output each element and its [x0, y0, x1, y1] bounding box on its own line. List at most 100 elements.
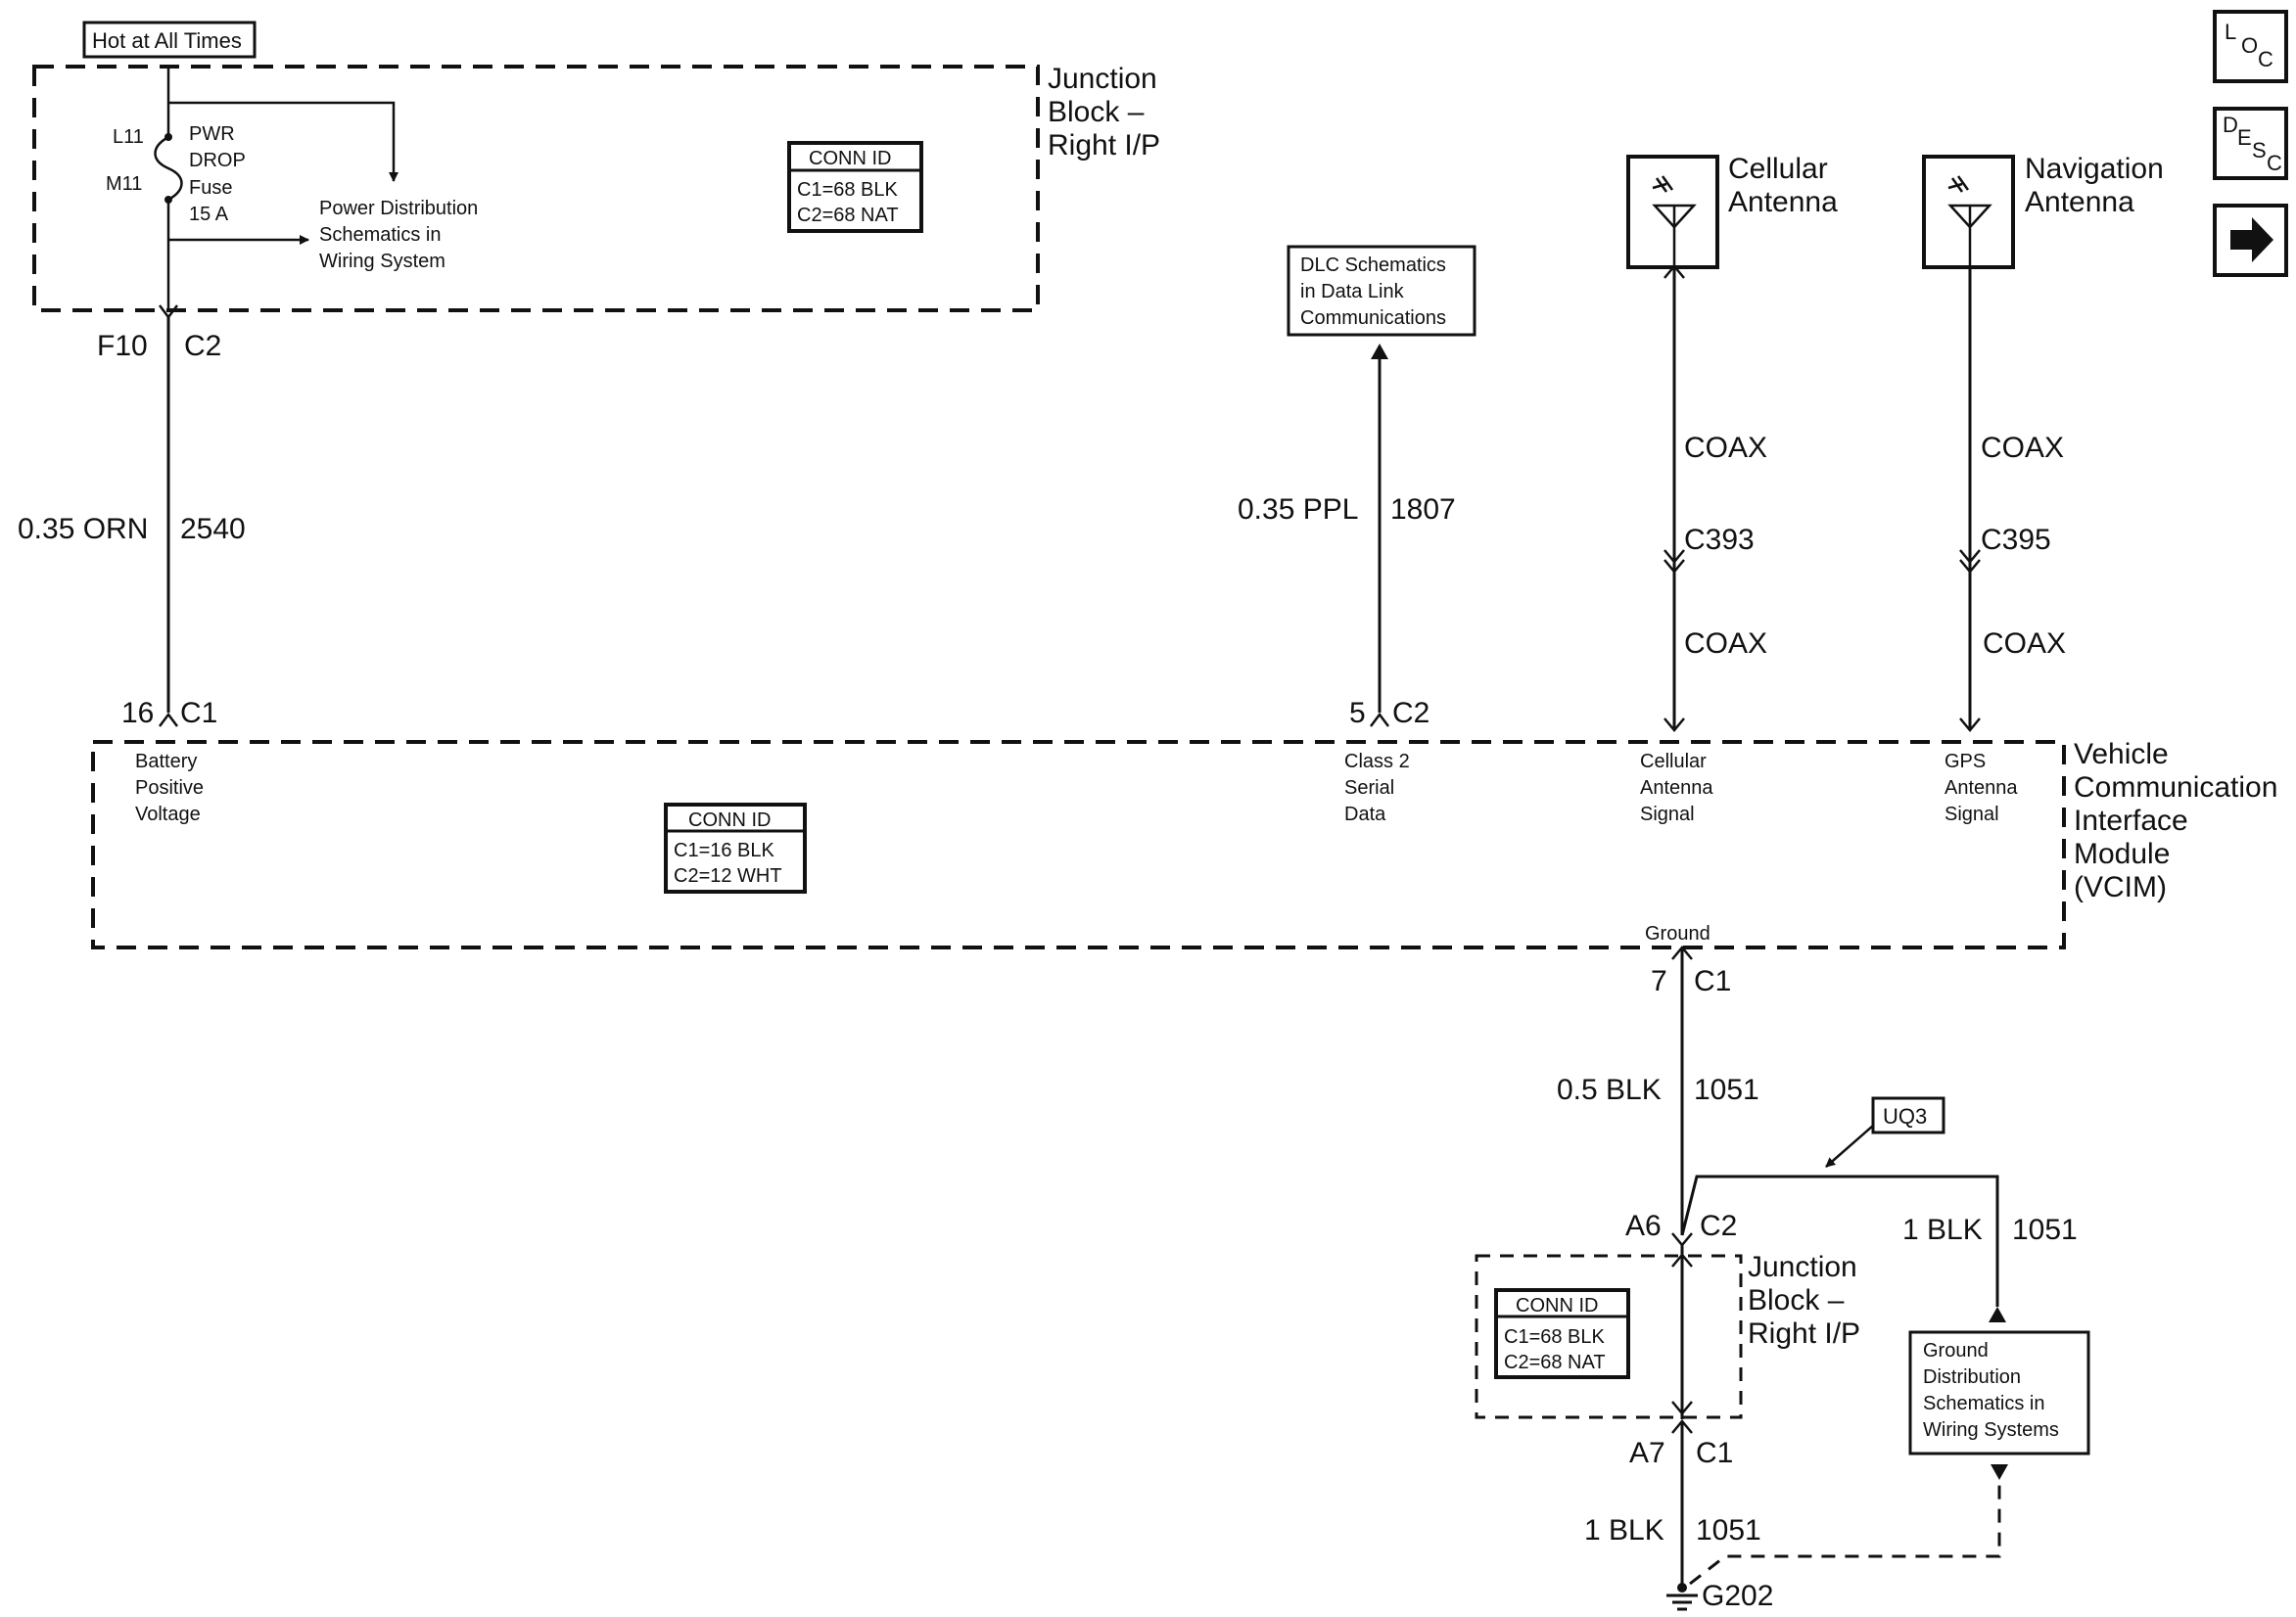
- svg-text:Antenna: Antenna: [2025, 186, 2134, 218]
- wire-2540-circuit: 2540: [180, 513, 246, 545]
- svg-text:Wiring System: Wiring System: [319, 251, 445, 272]
- svg-text:E: E: [2237, 125, 2252, 150]
- svg-text:C2=12 WHT: C2=12 WHT: [674, 865, 782, 887]
- svg-text:C1=68 BLK: C1=68 BLK: [1504, 1326, 1606, 1348]
- conn-id-box-vcim: CONN ID C1=16 BLK C2=12 WHT: [664, 803, 807, 894]
- svg-text:Right I/P: Right I/P: [1748, 1317, 1860, 1350]
- connector-16-symbol: [159, 712, 178, 727]
- vcim-gps-terminal: GPS Antenna Signal: [1945, 751, 2018, 825]
- connector-a7-symbol: [1671, 1419, 1693, 1434]
- svg-text:Antenna: Antenna: [1728, 186, 1838, 218]
- svg-text:Distribution: Distribution: [1923, 1366, 2021, 1388]
- svg-text:Junction: Junction: [1748, 1251, 1857, 1283]
- svg-text:Hot at All Times: Hot at All Times: [92, 28, 242, 53]
- wire-1051-gauge-color: 0.5 BLK: [1557, 1074, 1662, 1106]
- svg-text:Block –: Block –: [1748, 1284, 1845, 1317]
- svg-text:Cellular: Cellular: [1640, 751, 1707, 772]
- svg-text:Voltage: Voltage: [135, 804, 201, 825]
- fuse-pin-l11: L11: [113, 126, 144, 148]
- ground-dist-dashed-arrow: [1991, 1464, 2008, 1480]
- svg-text:Block –: Block –: [1048, 96, 1145, 128]
- ground-g202-label: G202: [1702, 1580, 1773, 1612]
- next-button[interactable]: [2213, 204, 2288, 277]
- fuse-pin-m11: M11: [106, 173, 142, 195]
- conn-c2-a6: C2: [1700, 1210, 1737, 1242]
- svg-text:PWR: PWR: [189, 123, 235, 145]
- vcim-ground-terminal: Ground: [1645, 923, 1710, 945]
- pin-a7: A7: [1629, 1437, 1665, 1469]
- svg-text:L: L: [2225, 20, 2236, 44]
- svg-text:Power Distribution: Power Distribution: [319, 198, 478, 219]
- power-distribution-reference[interactable]: Power Distribution Schematics in Wiring …: [319, 198, 478, 272]
- svg-text:Fuse: Fuse: [189, 177, 232, 199]
- vcim-outline: [91, 740, 2066, 949]
- navigation-coax-bottom-label: COAX: [1983, 627, 2066, 660]
- wire-1807-gauge-color: 0.35 PPL: [1238, 493, 1358, 526]
- svg-text:Signal: Signal: [1640, 804, 1695, 825]
- svg-text:Module: Module: [2074, 838, 2170, 870]
- svg-text:GPS: GPS: [1945, 751, 1986, 772]
- svg-text:DLC Schematics: DLC Schematics: [1300, 254, 1446, 276]
- loc-button[interactable]: L O C: [2213, 10, 2288, 83]
- svg-text:Schematics in: Schematics in: [1923, 1393, 2045, 1414]
- svg-text:Antenna: Antenna: [1640, 777, 1713, 799]
- pin-16: 16: [121, 697, 154, 729]
- navigation-coax-top-label: COAX: [1981, 432, 2064, 464]
- svg-text:DROP: DROP: [189, 150, 246, 171]
- junction-internal-bus-arrows: [1671, 1253, 1693, 1415]
- svg-text:Positive: Positive: [135, 777, 204, 799]
- svg-text:C: C: [2267, 151, 2282, 175]
- vcim-class2-terminal: Class 2 Serial Data: [1344, 751, 1410, 825]
- svg-text:CONN ID: CONN ID: [688, 809, 771, 831]
- connector-5-symbol: [1370, 712, 1389, 727]
- svg-text:C2=68 NAT: C2=68 NAT: [1504, 1352, 1606, 1373]
- fuse-pin-l11-dot: [164, 133, 172, 141]
- vcim-title: Vehicle Communication Interface Module (…: [2074, 738, 2277, 903]
- svg-text:Class 2: Class 2: [1344, 751, 1410, 772]
- desc-button[interactable]: D E S C: [2213, 107, 2288, 180]
- wire-2540-gauge-color: 0.35 ORN: [18, 513, 148, 545]
- svg-text:Right I/P: Right I/P: [1048, 129, 1160, 162]
- svg-text:CONN ID: CONN ID: [809, 148, 891, 169]
- svg-text:Signal: Signal: [1945, 804, 1999, 825]
- option-uq3: UQ3: [1871, 1096, 1945, 1134]
- svg-text:Antenna: Antenna: [1945, 777, 2018, 799]
- cellular-coax-top-arrow: [1663, 264, 1685, 279]
- svg-text:Vehicle: Vehicle: [2074, 738, 2169, 770]
- cellular-coax-bottom-arrow: [1663, 717, 1685, 732]
- svg-text:UQ3: UQ3: [1883, 1104, 1927, 1129]
- svg-text:C2=68 NAT: C2=68 NAT: [797, 205, 899, 226]
- svg-text:S: S: [2252, 138, 2267, 162]
- junction-block-top-title: Junction Block – Right I/P: [1048, 63, 1160, 162]
- connector-c395: C395: [1981, 524, 2051, 556]
- connector-7-symbol: [1671, 946, 1693, 960]
- junction-block-bottom-title: Junction Block – Right I/P: [1748, 1251, 1860, 1350]
- option-uq3-pointer: [1825, 1125, 1874, 1168]
- svg-text:Battery: Battery: [135, 751, 197, 772]
- dlc-schematics-reference[interactable]: DLC Schematics in Data Link Communicatio…: [1287, 245, 1476, 337]
- svg-text:Data: Data: [1344, 804, 1386, 825]
- svg-text:Schematics in: Schematics in: [319, 224, 442, 246]
- fuse-label: PWR DROP Fuse 15 A: [189, 123, 246, 225]
- svg-text:Interface: Interface: [2074, 805, 2188, 837]
- svg-text:Communications: Communications: [1300, 307, 1446, 329]
- vcim-battery-terminal: Battery Positive Voltage: [135, 751, 204, 825]
- connector-c395-symbol: [1959, 549, 1981, 574]
- connector-f10-symbol: [159, 304, 178, 320]
- pin-5: 5: [1349, 697, 1366, 729]
- conn-id-box-top: CONN ID C1=68 BLK C2=68 NAT: [787, 141, 923, 233]
- pin-7: 7: [1651, 965, 1667, 997]
- conn-c2-dlc: C2: [1392, 697, 1429, 729]
- wire-1807-circuit: 1807: [1390, 493, 1456, 526]
- junction-block-top-outline: [32, 65, 1040, 312]
- wire-1051-uq3-branch: [1680, 1175, 1999, 1307]
- hot-at-all-times-label: Hot at All Times: [82, 21, 257, 59]
- conn-c2-top: C2: [184, 330, 221, 362]
- svg-text:Cellular: Cellular: [1728, 153, 1828, 185]
- conn-c1-ground: C1: [1694, 965, 1731, 997]
- cellular-antenna-label: Cellular Antenna: [1728, 153, 1838, 218]
- navigation-antenna: [1922, 155, 2015, 269]
- ground-distribution-reference[interactable]: Ground Distribution Schematics in Wiring…: [1908, 1330, 2090, 1455]
- pin-a6: A6: [1625, 1210, 1662, 1242]
